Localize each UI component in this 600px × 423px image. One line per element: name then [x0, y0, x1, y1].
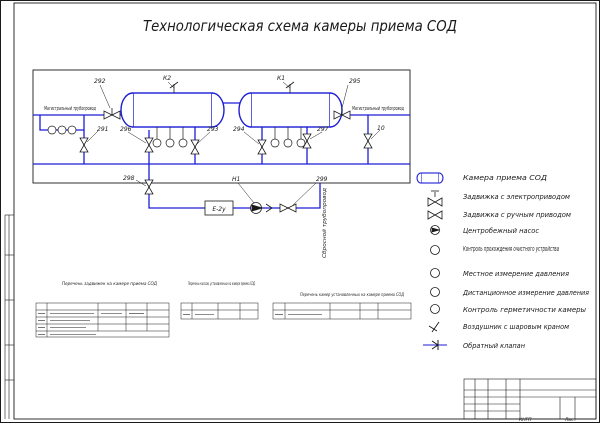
table-2-caption: Перечень насосов, установленных на камер…	[188, 281, 255, 286]
tag-valve-299: 299	[316, 176, 328, 183]
legend-label-tank: Камера приема СОД	[463, 174, 548, 182]
table-1	[35, 302, 170, 338]
tag-valve-295: 295	[349, 78, 361, 85]
legend-symbol-leak-control	[430, 304, 440, 314]
filter-tag: Е-2у	[212, 206, 226, 213]
page-title: Технологическая схема камеры приема СОД	[143, 17, 457, 35]
legend-label-motor-valve: Задвижка с электроприводом	[463, 193, 571, 201]
legend-label-local-pressure: Местное измерение давления	[463, 270, 569, 278]
sheet-inner-frame	[13, 2, 597, 420]
legend-label-pig-detector-line: Контроль прохождения очистного устройств…	[463, 245, 559, 253]
pipe-label-left: Магистральный трубопровод	[44, 106, 96, 112]
tag-tank-k1: К1	[277, 75, 285, 82]
tag-valve-297: 297	[317, 126, 329, 133]
table-1-caption: Перечень задвижек на камере приема СОД	[62, 281, 157, 286]
tag-pump-n1: Н1	[232, 176, 240, 183]
table-1-cell-marks	[38, 313, 144, 335]
legend-symbol-tank	[416, 172, 444, 184]
legend-label-remote-pressure: Дистанционное измерение давления	[462, 289, 589, 297]
tag-tank-k2: К2	[163, 75, 171, 82]
valve-symbols	[79, 108, 373, 213]
legend-label-leak-control: Контроль герметичности камеры	[463, 306, 586, 314]
pipe-label-right: Магистральный трубопровод	[352, 106, 404, 112]
tag-valve-292: 292	[94, 78, 106, 85]
station-boundary	[32, 69, 411, 184]
legend-symbol-remote-pressure	[430, 287, 440, 297]
tank-left	[120, 92, 225, 128]
legend-symbol-check-valve	[423, 340, 447, 350]
legend-label-pump: Центробежный насос	[463, 227, 539, 235]
table-2	[180, 302, 259, 320]
table-3-caption: Перечень камер установленных на камере п…	[300, 292, 404, 297]
stamp-code: КНГП	[519, 417, 532, 423]
legend-label-check-valve: Обратный клапан	[463, 342, 525, 350]
instrument-icons	[47, 125, 306, 148]
legend-symbol-pig-detector	[430, 245, 440, 255]
legend-symbol-motor-valve	[427, 190, 443, 207]
legend-symbol-pump	[430, 225, 441, 235]
stamp-sheet-label: Лист	[564, 417, 577, 423]
tag-valve-291: 291	[97, 126, 108, 133]
left-binding-strip	[4, 214, 14, 419]
pump-assembly	[204, 200, 273, 216]
legend-symbol-air-vent	[428, 321, 440, 333]
tag-leaders	[86, 81, 381, 206]
legend: Камера приема СОД Задвижка с электроприв…	[416, 172, 589, 350]
table-3	[272, 302, 412, 320]
tank-right	[238, 92, 343, 128]
legend-symbol-local-pressure	[430, 268, 440, 278]
air-vent-icons	[169, 81, 295, 93]
tag-valve-298: 298	[123, 175, 135, 182]
tag-valve-293: 293	[207, 126, 219, 133]
legend-label-pig-detector: Контроль прохождения очистного устройств…	[463, 245, 559, 253]
title-block	[463, 378, 597, 420]
legend-symbol-manual-valve	[427, 210, 443, 220]
pipe-label-drain: Сбросной трубопровод	[322, 188, 328, 258]
tag-valve-10: 10	[377, 125, 385, 132]
legend-label-air-vent: Воздушник с шаровым краном	[463, 323, 570, 331]
tag-valve-296: 296	[120, 126, 132, 133]
tag-valve-294: 294	[233, 126, 245, 133]
legend-label-manual-valve: Задвижка с ручным приводом	[463, 211, 572, 219]
